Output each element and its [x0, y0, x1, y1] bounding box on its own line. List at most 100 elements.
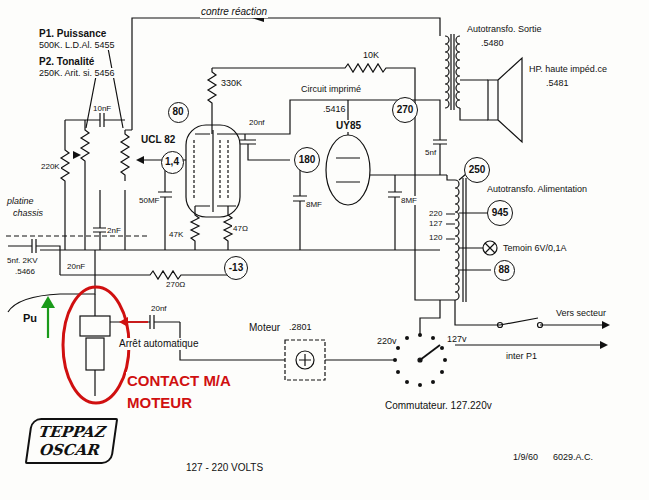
callout-text: CONTACT M/A — [126, 372, 232, 389]
component-label: 120 — [428, 233, 443, 242]
callout-number: 1,4 — [165, 157, 179, 167]
component-label: P2. Tonalité — [38, 56, 95, 68]
component-label: chassis — [12, 208, 44, 218]
component-label: 6029.A.C. — [552, 452, 594, 462]
arrow-head — [600, 321, 610, 349]
wire — [460, 80, 488, 120]
component-label: 20nf — [150, 304, 168, 313]
callout-number: 945 — [492, 208, 509, 218]
ground-wire — [40, 249, 440, 250]
component-label: 5nf. 2KV — [6, 256, 39, 265]
component-label: .2801 — [288, 322, 313, 332]
callout-number: 80 — [172, 107, 183, 117]
mains-wire — [455, 318, 602, 345]
wire — [125, 130, 132, 250]
component-label: Autotransfo. Sortie — [466, 24, 543, 34]
component-label: HP. haute impéd.ce — [528, 64, 608, 74]
component-label: Commutateur. 127.220v — [384, 400, 493, 412]
component-label: .5416 — [322, 104, 347, 114]
component-label: Arrêt automatique — [118, 338, 200, 350]
component-label: Temoin 6V/0,1A — [502, 243, 568, 253]
green-arrow — [41, 296, 55, 308]
capacitor-symbol — [388, 175, 402, 250]
component-label: contre réaction — [200, 6, 268, 18]
component-label: 2nF — [106, 226, 122, 235]
component-label: UCL 82 — [140, 134, 176, 146]
motor-symbol — [296, 351, 314, 369]
component-label: .5481 — [545, 78, 570, 88]
wiper-arrow — [73, 151, 144, 164]
component-label: 500K. L.D.Al. 5455 — [38, 40, 116, 50]
component-label: 20nF — [66, 262, 86, 271]
callout-number: -13 — [229, 263, 243, 273]
component-label: 5nf — [424, 148, 437, 157]
component-label: P1. Puissance — [38, 28, 107, 40]
component-label: 127v — [446, 334, 468, 344]
component-label: Circuit imprimé — [300, 84, 362, 94]
red-arrow — [119, 317, 128, 327]
component-label: 47K — [168, 230, 184, 239]
commutator-dots — [393, 333, 447, 387]
component-label: 330K — [220, 78, 243, 88]
component-label: Moteur — [248, 322, 281, 334]
wire — [59, 250, 60, 275]
component-label: 127 — [428, 219, 443, 228]
voltage-callout: 88 — [494, 260, 515, 281]
resistor-symbol — [224, 206, 232, 250]
component-label: .5466 — [14, 267, 36, 276]
tube-grid — [194, 140, 228, 200]
switch-contact — [538, 323, 543, 328]
component-label: UY85 — [335, 120, 362, 132]
component-label: 10K — [362, 50, 380, 60]
resistor-symbol — [208, 68, 216, 134]
component-label: Pu — [22, 312, 38, 325]
transformer-coil — [445, 36, 449, 108]
logo-text: OSCAR — [35, 441, 104, 459]
transformer-coil — [456, 36, 460, 108]
component-label: 1/9/60 — [512, 452, 539, 462]
resistor-symbol — [61, 120, 85, 250]
potentiometer-symbol — [121, 40, 132, 181]
component-label: 10nF — [92, 104, 112, 113]
contact-symbol — [95, 294, 112, 396]
component-label: 250K. Arit. si. 5456 — [38, 68, 116, 78]
callout-number: 270 — [397, 105, 414, 115]
switch-contact — [498, 323, 503, 328]
motor-symbol — [299, 354, 311, 366]
voltage-callout: -13 — [224, 256, 248, 280]
callout-number: 180 — [299, 155, 316, 165]
lamp-symbol — [483, 241, 497, 255]
component-label: .5480 — [480, 38, 505, 48]
callout-number: 88 — [498, 265, 509, 275]
component-label: 220K — [40, 162, 61, 171]
resistor-symbol — [212, 64, 440, 300]
callout-text: MOTEUR — [126, 394, 193, 411]
capacitor-symbol — [85, 113, 125, 127]
component-label: 20nf — [248, 118, 266, 127]
motor-symbol — [285, 340, 325, 380]
voltage-callout: 80 — [168, 102, 189, 123]
component-label: 220 — [428, 209, 443, 218]
wire — [420, 300, 500, 335]
wire — [180, 322, 396, 360]
callout-number: 250 — [469, 165, 486, 175]
capacitor-symbol — [93, 190, 107, 250]
feedback-wire — [132, 18, 440, 40]
component-label: inter P1 — [505, 351, 538, 361]
voltage-callout: 250 — [464, 157, 490, 183]
transformer-coil — [455, 180, 459, 300]
voltage-callout: 945 — [487, 200, 513, 226]
transformer-core — [451, 34, 454, 110]
chassis-line — [6, 235, 150, 236]
voltage-callout: 1,4 — [161, 151, 184, 174]
brand-logo: TEPPAZOSCAR — [25, 418, 118, 464]
green-arrow — [47, 304, 49, 338]
tube-envelope — [326, 135, 370, 205]
capacitor-symbol — [240, 134, 290, 160]
component-label: Vers secteur — [555, 308, 607, 318]
speaker-symbol — [488, 58, 522, 142]
capacitor-symbol — [8, 239, 60, 253]
lamp-symbol — [485, 243, 495, 253]
potentiometer-symbol — [81, 120, 89, 250]
